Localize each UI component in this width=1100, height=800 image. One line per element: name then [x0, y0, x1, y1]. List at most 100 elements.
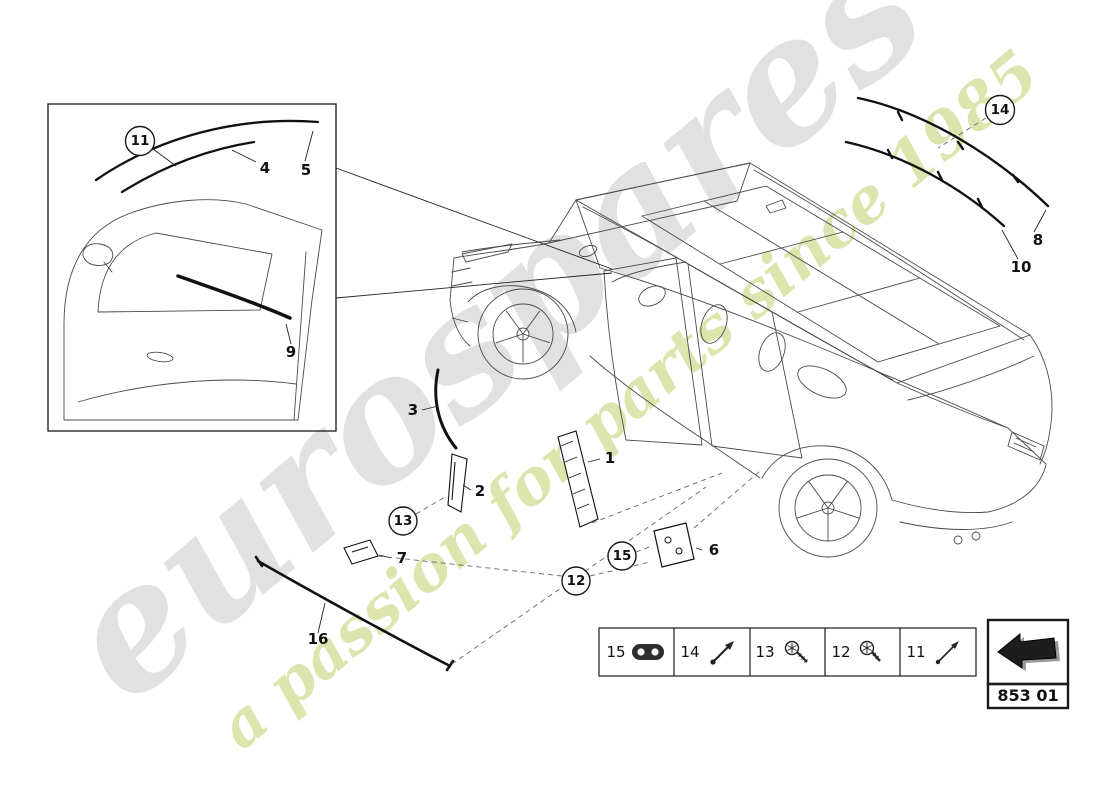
rear-bumper [899, 521, 1013, 530]
callout-16[interactable]: 16 [308, 630, 329, 648]
molding-strip-4 [120, 140, 256, 194]
rear-hatch [896, 334, 1053, 465]
construction-line [591, 472, 723, 524]
beltline [599, 267, 1009, 429]
callout-7[interactable]: 7 [397, 549, 407, 567]
callout-circle-14[interactable]: 14 [984, 94, 1016, 126]
vehicle-illustration [449, 162, 1053, 558]
legend-item-label: 11 [906, 643, 925, 661]
steering-wheel [638, 285, 666, 307]
svg-text:12: 12 [567, 573, 586, 589]
second-seat [758, 332, 786, 372]
leader-line-2 [462, 484, 472, 491]
inset-detail-box [47, 103, 613, 432]
rear-quarter [891, 464, 1047, 514]
trim-part-2 [447, 453, 468, 513]
taillight [1007, 431, 1045, 461]
pillar-trim-part-1 [557, 430, 599, 528]
front-door-aperture [603, 257, 703, 446]
front-seat [700, 304, 728, 344]
leader-line-6 [695, 547, 703, 551]
construction-line [377, 555, 563, 577]
fastener-legend: 15 14 13 12 [598, 627, 977, 677]
front-fascia [449, 267, 473, 347]
svg-text:15: 15 [613, 548, 632, 564]
svg-text:13: 13 [394, 513, 413, 529]
sunroof-grid [703, 200, 940, 345]
leader-line-3 [421, 405, 439, 411]
exhaust-tip [971, 531, 981, 541]
callout-8[interactable]: 8 [1033, 231, 1043, 249]
legend-item-label: 13 [755, 643, 774, 661]
callout-2[interactable]: 2 [475, 482, 485, 500]
construction-line [693, 470, 761, 529]
roof-rail-right [753, 169, 1025, 341]
leader-line-15 [635, 545, 653, 553]
roof-moulding-strip-10 [844, 140, 1006, 228]
leader-line-16 [317, 602, 326, 634]
callouts: 4 5 9 8 10 3 2 1 7 6 16 11 14 13 15 12 [124, 94, 1043, 648]
trim-parts [254, 368, 761, 672]
grommet-icon [632, 644, 664, 660]
screw-icon [859, 640, 881, 662]
rear-wheel [778, 458, 878, 558]
molding-strip-5 [94, 119, 320, 182]
dashboard [611, 261, 687, 283]
legend-frame [598, 627, 977, 677]
pillar-trim-strip-3 [434, 368, 458, 450]
molding-strip-9 [176, 274, 292, 320]
leader-line-1 [587, 458, 601, 463]
windshield [548, 162, 751, 244]
front-wheel [477, 288, 569, 380]
legend-separators [673, 628, 901, 676]
legend-cell: 11 [906, 641, 959, 665]
leader-line-8 [1033, 209, 1047, 233]
callout-3[interactable]: 3 [408, 401, 418, 419]
hood [449, 239, 561, 301]
svg-text:14: 14 [991, 102, 1010, 118]
svg-text:11: 11 [131, 133, 150, 149]
leader-line-5 [304, 130, 314, 162]
sill-moulding-strip-16 [254, 555, 455, 672]
part-code-box [986, 682, 1070, 710]
callout-6[interactable]: 6 [709, 541, 719, 559]
front-wheel-arch [467, 285, 577, 333]
callout-5[interactable]: 5 [301, 161, 311, 179]
callout-9[interactable]: 9 [286, 343, 296, 361]
screw-icon [784, 640, 808, 663]
roof-moulding-parts [844, 96, 1050, 260]
leader-line-11 [152, 148, 177, 167]
leader-line-10 [1001, 229, 1019, 260]
legend-cell: 13 [755, 640, 808, 663]
part-group-box: 853 01 [986, 618, 1070, 710]
rocker-sill [589, 355, 761, 479]
callout-circle-15[interactable]: 15 [607, 541, 637, 571]
part-group-code: 853 01 [997, 686, 1058, 705]
rivet-pin-icon [710, 641, 734, 665]
leader-line-4 [231, 149, 257, 163]
leader-line-14 [937, 117, 987, 149]
legend-cell: 15 [606, 643, 664, 661]
callout-4[interactable]: 4 [260, 159, 270, 177]
inset-frame [47, 103, 337, 432]
rear-door-aperture [687, 263, 803, 459]
exhaust-tip [953, 535, 963, 545]
legend-item-label: 15 [606, 643, 625, 661]
side-mirror [578, 244, 598, 258]
rear-wheel-arch [761, 445, 893, 501]
rivet-pin-icon [935, 641, 959, 665]
fastener-module-6 [653, 522, 695, 568]
callout-1[interactable]: 1 [605, 449, 615, 467]
callout-circle-13[interactable]: 13 [388, 506, 418, 536]
callout-10[interactable]: 10 [1011, 258, 1032, 276]
legend-item-label: 14 [680, 643, 699, 661]
headlight [461, 243, 513, 263]
legend-cell: 14 [680, 641, 734, 665]
rear-bench [797, 365, 847, 399]
callout-circle-12[interactable]: 12 [561, 566, 591, 596]
callout-circle-11[interactable]: 11 [124, 125, 156, 157]
leader-line-9 [285, 323, 292, 345]
far-mirror [765, 199, 787, 214]
